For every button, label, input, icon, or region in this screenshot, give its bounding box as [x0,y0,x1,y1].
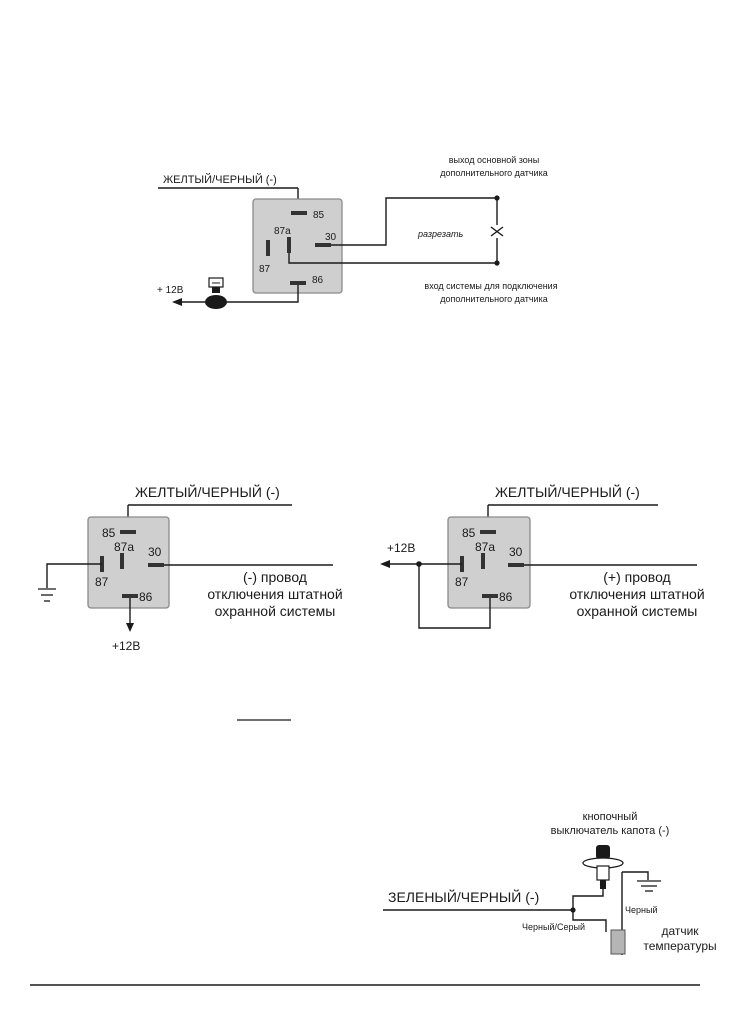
d1-output-wire [331,197,497,246]
d1-pin-86 [290,281,306,285]
d3-loop-wire [418,564,491,629]
d3-relay-body [447,516,531,609]
d2-label-30: 30 [148,545,162,559]
d2-label-85: 85 [102,526,116,540]
d1-label-85: 85 [313,210,325,221]
d3-pin-85 [480,530,496,534]
d4-temperature-sensor-icon [610,929,626,955]
d2-pin-30 [148,563,164,567]
d1-pin-87a [287,237,291,253]
d3-label-30: 30 [509,545,523,559]
d1-label-86: 86 [312,275,324,286]
d2-power-label: +12В [112,639,140,653]
d3-power-arrow-icon [380,560,390,568]
d4-hood-switch-icon [582,845,624,889]
d1-cut-icon [490,226,504,237]
d1-input-label-2: дополнительного датчика [440,294,547,304]
d1-cut-label: разрезать [417,229,463,239]
d3-pin-86 [482,594,498,598]
d1-pin-87 [266,240,270,256]
d4-sensor-label-1: датчик [661,924,699,938]
diagram-1: ЖЕЛТЫЙ/ЧЕРНЫЙ (-) 85 87a 30 87 86 выход … [157,155,558,309]
d4-sensor-gray-wire [572,910,607,932]
d2-pin-85 [120,530,136,534]
d3-desc-2: отключения штатной [569,586,704,602]
d2-label-87a: 87a [114,540,134,554]
d1-label-87a: 87a [274,226,291,237]
d3-desc-1: (+) провод [603,569,670,585]
d4-black-gray-label: Черный/Серый [522,922,585,932]
d4-sensor-label-2: температуры [643,939,716,953]
d3-desc-3: охранной системы [577,603,698,619]
d4-ground-icon [637,880,661,892]
d1-input-label-1: вход системы для подключения [424,281,557,291]
d2-ground-wire [46,563,102,588]
d1-label-30: 30 [325,232,337,243]
d2-label-87: 87 [95,575,109,589]
d2-desc-3: охранной системы [215,603,336,619]
d4-wire-label: ЗЕЛЕНЫЙ/ЧЕРНЫЙ (-) [388,888,539,905]
diagram-2: ЖЕЛТЫЙ/ЧЕРНЫЙ (-) 85 87a 30 87 86 +12В (… [38,483,343,653]
d1-wire-label: ЖЕЛТЫЙ/ЧЕРНЫЙ (-) [163,173,277,186]
diagram-3: ЖЕЛТЫЙ/ЧЕРНЫЙ (-) 85 87a 30 87 86 +12В (… [380,483,705,629]
d2-desc-1: (-) провод [243,569,307,585]
d3-wire-label: ЖЕЛТЫЙ/ЧЕРНЫЙ (-) [495,483,640,500]
d1-pin-85 [291,211,307,215]
d2-wire-label: ЖЕЛТЫЙ/ЧЕРНЫЙ (-) [135,483,280,500]
d4-switch-label-1: кнопочный [583,811,638,823]
d2-desc-2: отключения штатной [207,586,342,602]
d2-pin-87a [120,553,124,569]
d2-power-arrow-icon [126,623,134,632]
d1-switch-icon [205,277,227,309]
d3-pin-30 [508,563,524,567]
d3-label-87a: 87a [475,540,495,554]
d4-switch-label-2: выключатель капота (-) [551,825,670,837]
d3-label-85: 85 [462,526,476,540]
d1-power-arrow-icon [172,298,182,306]
d2-label-86: 86 [139,590,153,604]
d2-ground-icon [38,588,56,602]
d1-output-label-1: выход основной зоны [449,155,539,165]
d1-power-label: + 12В [157,285,184,296]
d4-black-label: Черный [625,905,657,915]
d4-switch-wire [572,889,604,910]
d2-pin-86 [122,594,138,598]
d1-input-system-wire [288,253,497,264]
diagram-4: кнопочный выключатель капота (-) ЗЕЛЕНЫЙ… [383,811,717,955]
d1-output-label-2: дополнительного датчика [440,168,547,178]
d1-pin-30 [315,243,331,247]
d3-power-label: +12В [387,541,415,555]
d3-label-87: 87 [455,575,469,589]
d3-pin-87a [481,553,485,569]
d3-label-86: 86 [499,590,513,604]
d4-ground-lead [622,871,649,880]
d1-label-87: 87 [259,264,271,275]
d2-relay-body [87,516,170,609]
